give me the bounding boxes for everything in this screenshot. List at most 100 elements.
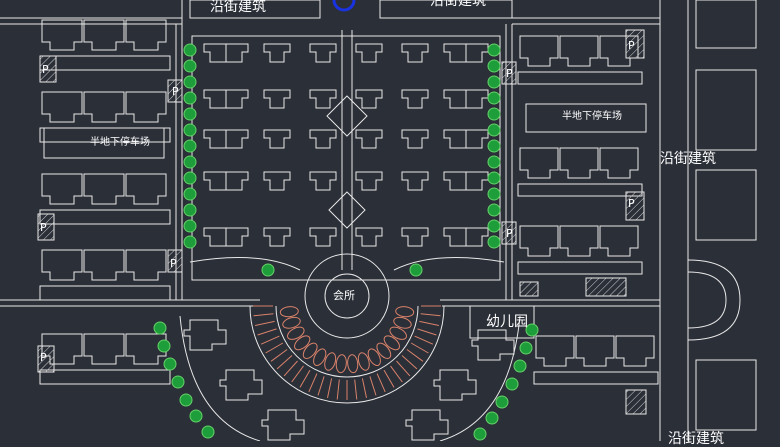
villa-3-2: [309, 171, 337, 191]
parking-mark-2: P: [172, 85, 179, 98]
villa-3-5: [443, 171, 489, 191]
street-building-east-3: [695, 169, 757, 241]
tree-16: [487, 91, 501, 105]
plaza-petal-5: [367, 348, 381, 366]
tree-39: [473, 427, 487, 441]
tree-26: [153, 321, 167, 335]
plaza-ray-13: [361, 378, 367, 399]
label-clubhouse: 会所: [333, 289, 355, 302]
axis-diamond-2: [328, 191, 366, 229]
tree-13: [487, 43, 501, 57]
parking-pad-6: [625, 29, 645, 59]
villa-3-0: [203, 171, 249, 191]
plaza-ray-1: [420, 313, 441, 317]
plaza-petal-9: [324, 352, 337, 371]
parking-pad-2: [37, 213, 55, 241]
tree-7: [183, 155, 197, 169]
tree-37: [495, 395, 509, 409]
west-apartment-1-2: [125, 91, 167, 123]
tree-18: [487, 123, 501, 137]
plaza-ray-6: [406, 349, 424, 362]
tree-27: [157, 339, 171, 353]
villa-2-1: [263, 129, 291, 149]
plaza-ray-18: [317, 376, 325, 396]
plaza-ray-2: [419, 320, 440, 326]
villa-1-5: [443, 89, 489, 109]
curved-apartment-4: [433, 369, 477, 401]
villa-3-3: [355, 171, 383, 191]
plaza-ray-21: [291, 365, 304, 383]
plaza-ray-3: [417, 328, 437, 336]
plaza-ray-26: [260, 335, 280, 345]
tree-12: [183, 235, 197, 249]
parking-pad-7: [501, 221, 517, 245]
plaza-ray-24: [270, 349, 288, 362]
east-apartment-0-0: [519, 35, 559, 67]
plaza-petal-7: [347, 354, 359, 374]
villa-4-2: [309, 227, 337, 247]
tree-36: [505, 377, 519, 391]
fountain-circle: [332, 0, 356, 12]
label-underground-parking-left: 半地下停车场: [90, 137, 150, 148]
plaza-ray-29: [253, 313, 274, 317]
street-building-top: [189, 0, 321, 19]
plaza-ray-7: [401, 355, 418, 370]
parking-mark-9: P: [628, 197, 635, 210]
street-building-east-2: [695, 69, 757, 151]
curved-apartment-3: [405, 409, 449, 441]
tree-17: [487, 107, 501, 121]
west-apartment-4-1: [83, 333, 125, 365]
plaza-petal-3: [383, 335, 400, 351]
east-roundabout-inner: [687, 271, 727, 329]
tree-28: [163, 357, 177, 371]
parking-pad-1: [167, 79, 183, 103]
plaza-outer-arc: [249, 305, 445, 404]
west-apartment-0-1: [83, 19, 125, 51]
parking-pad-8: [625, 191, 645, 221]
central-block-frame: [191, 35, 501, 281]
east-apartment-2-2: [599, 225, 639, 257]
tree-23: [487, 203, 501, 217]
east-apartment-3-2: [615, 335, 655, 367]
curved-apartment-0: [183, 319, 227, 351]
villa-1-1: [263, 89, 291, 109]
west-apartment-2-2: [125, 173, 167, 205]
parking-pad-10: [519, 281, 539, 297]
tree-3: [183, 91, 197, 105]
villa-4-0: [203, 227, 249, 247]
tree-40: [261, 263, 275, 277]
kindergarten-box: [469, 305, 535, 339]
east-roundabout: [687, 259, 741, 341]
parking-mark-7: P: [628, 39, 635, 52]
plaza-ray-10: [383, 369, 395, 388]
curved-apartment-1: [219, 369, 263, 401]
tree-14: [487, 59, 501, 73]
east-apartment-yard-3: [533, 371, 659, 385]
clubhouse-ring-inner: [324, 273, 370, 319]
parking-pad-5: [501, 61, 517, 85]
plaza-inner-arc: [275, 305, 419, 378]
plaza-ray-22: [283, 360, 298, 377]
plaza-ray-9: [390, 365, 403, 383]
east-apartment-3-1: [575, 335, 615, 367]
villa-2-0: [203, 129, 249, 149]
villa-0-5: [443, 43, 489, 63]
east-apartment-1-2: [599, 147, 639, 179]
plaza-ray-23: [276, 355, 293, 370]
plaza-ray-14: [354, 379, 358, 400]
villa-0-0: [203, 43, 249, 63]
east-boulevard: [659, 0, 689, 441]
curved-apartment-5: [471, 329, 515, 361]
west-apartment-3-0: [41, 249, 83, 281]
west-apartment-0-0: [41, 19, 83, 51]
plaza-petal-6: [357, 352, 370, 371]
parking-mark-4: P: [170, 257, 177, 270]
west-apartment-yard-1: [39, 127, 171, 143]
plaza-ray-19: [308, 373, 318, 393]
villa-1-4: [401, 89, 429, 109]
plaza-petal-11: [302, 342, 318, 359]
plaza-petal-4: [376, 342, 392, 359]
lower-left-curve: [179, 315, 261, 442]
plaza-petal-12: [294, 335, 311, 351]
